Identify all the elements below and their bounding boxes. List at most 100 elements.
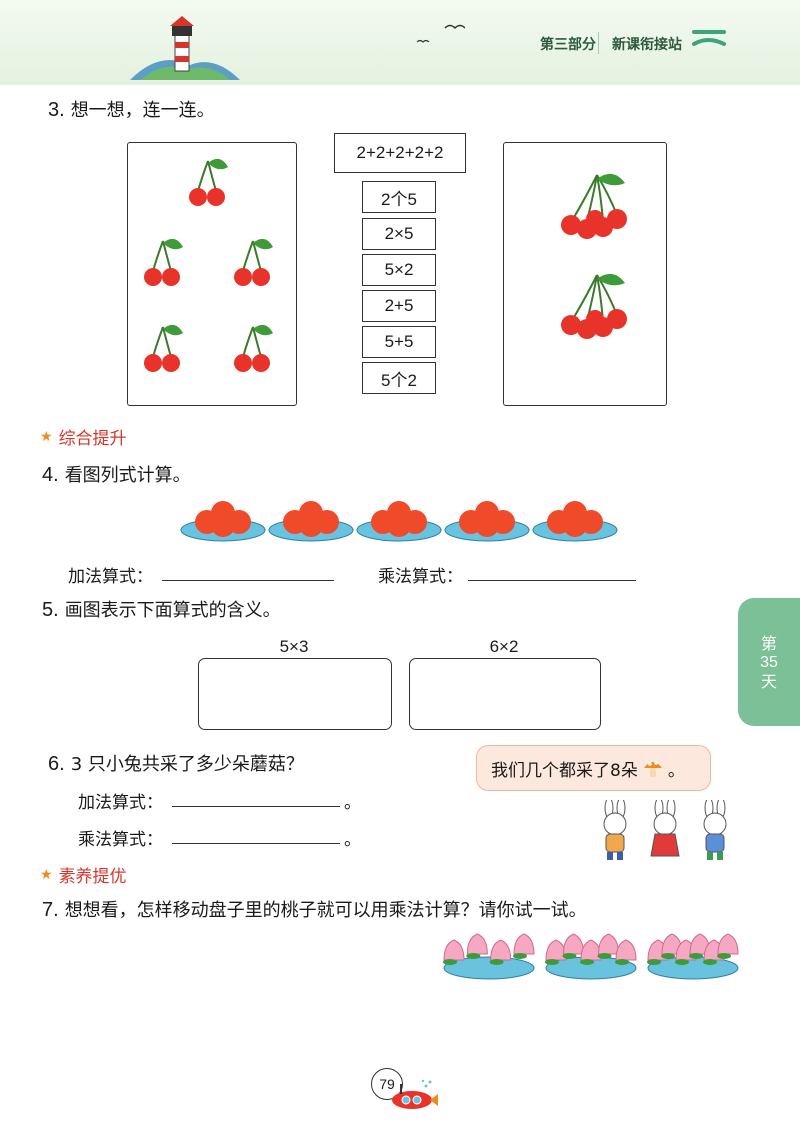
orange-plates [180,501,618,542]
q6-add-answer-line[interactable] [172,806,340,807]
peach-leaf-icon [615,959,629,965]
cherry-frame-right [503,142,667,406]
section-comprehensive: ★ 综合提升 [40,424,127,450]
peach-leaf-icon [466,953,481,959]
page-number: 79 [371,1068,403,1100]
q6-add-label: 加法算式： [78,793,163,813]
question-6: 6.3 只小兔共采了多少朵蘑菇？ [48,750,304,776]
three-rabbits [603,800,727,860]
cherry-bunch-icon [561,173,627,239]
section-comprehensive-title: 综合提升 [58,429,127,449]
side-tab-line: 天 [760,671,777,691]
peach-leaf-icon [689,953,703,959]
peach-leaf-icon [580,959,594,965]
question-3: 3.想一想，连一连。 [48,96,215,122]
cherry-cluster-icon [144,324,183,372]
header-wave-icon [692,30,726,46]
q4-mul-answer-line[interactable] [468,580,636,581]
q5-draw-box-1[interactable] [198,658,392,730]
speech-end: 。 [667,760,685,781]
side-tab-line: 35 [760,653,778,671]
orange-plate-icon [356,501,442,542]
cherries-two-bunches [561,173,627,339]
option-box[interactable]: 2个5 [362,181,436,213]
peach-icon [717,933,739,955]
peach-icon [513,933,535,955]
peach-icon [490,939,512,961]
header-section: 第三部分 [540,37,596,53]
question-5-number: 5. [42,599,59,621]
question-4: 4.看图列式计算。 [42,461,191,487]
orange-plate-icon [444,501,530,542]
peach-leaf-icon [443,959,457,965]
mushroom-icon [643,761,662,777]
peach-leaf-icon [675,959,689,965]
q5-draw-box-2[interactable] [409,658,601,730]
peach-icon [562,933,585,955]
expression-top: 2+2+2+2+2 [334,133,466,173]
page-header [0,0,800,85]
peach-leaf-icon [703,959,717,965]
option-box[interactable]: 2+5 [362,290,436,322]
peach-leaf-icon [661,953,675,959]
q5-expr-1: 5×3 [279,637,309,656]
peach-leaf-icon [513,953,527,959]
peach-leaf-icon [717,953,731,959]
speech-bubble: 我们几个都采了8朵 。 [476,745,711,791]
peach-leaf-icon [562,953,577,959]
rabbit-icon [650,800,680,857]
rabbit-icon [603,800,627,860]
header-divider [598,32,599,54]
q6-mul-label: 乘法算式： [78,830,163,850]
cherry-frame-left [127,142,297,406]
question-5-text: 画图表示下面算式的含义。 [64,600,281,621]
q4-add-label: 加法算式： [68,567,153,587]
lighthouse-icon [130,16,240,80]
q5-expr-2: 6×2 [489,637,519,656]
peach-icon [443,939,465,961]
question-3-text: 想一想，连一连。 [70,100,215,121]
option-box[interactable]: 5个2 [362,362,436,394]
orange-plate-icon [180,501,266,542]
question-4-number: 4. [42,464,59,486]
peach-icon [615,939,637,961]
question-6-number: 6. [48,753,65,775]
question-4-text: 看图列式计算。 [64,465,191,486]
option-box[interactable]: 2×5 [362,218,436,250]
section-literacy: ★素养提优 [40,862,127,888]
submarine-icon [392,1079,438,1109]
day-side-tab: 第 35 天 [738,598,800,726]
q4-mul-label: 乘法算式： [378,567,463,587]
section-literacy-title: 素养提优 [58,867,127,887]
star-icon: ★ [40,428,53,445]
cherry-cluster-icon [234,324,273,372]
q6-add-period: 。 [344,793,361,813]
peach-plate-icon [545,933,637,980]
rabbit-icon [703,800,727,860]
birds-icon [416,24,465,43]
option-box[interactable]: 5×2 [362,254,436,286]
peach-plate-icon [647,933,739,980]
cherry-bunch-icon [561,273,627,339]
q4-add-answer-line[interactable] [162,580,334,581]
cherry-cluster-icon [234,238,273,286]
cherry-cluster-icon [144,238,183,286]
peach-leaf-icon [545,959,559,965]
side-tab-line: 第 [760,633,777,653]
q6-mul-answer-line[interactable] [172,843,340,844]
header-subtitle: 新课衔接站 [612,37,682,53]
option-box[interactable]: 5+5 [362,326,436,358]
speech-text: 我们几个都采了8朵 [491,760,638,781]
cherries-five-group [144,158,273,372]
question-6-text: 3 只小兔共采了多少朵蘑菇？ [70,754,304,775]
question-7-text: 想想看，怎样移动盘子里的桃子就可以用乘法计算？请你试一试。 [64,900,587,921]
question-3-number: 3. [48,99,65,121]
question-7-number: 7. [42,899,59,921]
cherry-cluster-icon [189,158,228,206]
peach-leaf-icon [489,959,504,965]
peach-leaf-icon [597,953,612,959]
peach-plates [443,933,739,980]
question-5: 5.画图表示下面算式的含义。 [42,596,281,622]
q6-mul-period: 。 [344,830,361,850]
peach-leaf-icon [647,959,661,965]
